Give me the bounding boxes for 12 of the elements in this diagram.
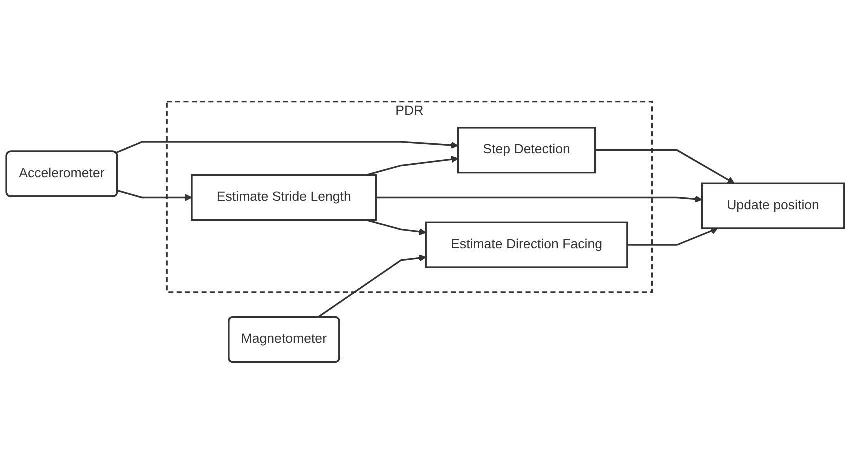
arrow bbox=[116, 141, 459, 154]
arrow bbox=[366, 219, 426, 236]
arrow bbox=[117, 190, 192, 202]
node-box: Update position bbox=[701, 182, 846, 230]
arrow bbox=[317, 254, 426, 318]
arrow bbox=[627, 228, 718, 246]
node-box: Estimate Direction Facing bbox=[425, 222, 628, 268]
node-box: Estimate Stride Length bbox=[191, 174, 378, 221]
arrow bbox=[595, 150, 735, 184]
arrow bbox=[376, 196, 702, 203]
arrow bbox=[366, 156, 459, 176]
node-box: Step Detection bbox=[457, 127, 596, 174]
